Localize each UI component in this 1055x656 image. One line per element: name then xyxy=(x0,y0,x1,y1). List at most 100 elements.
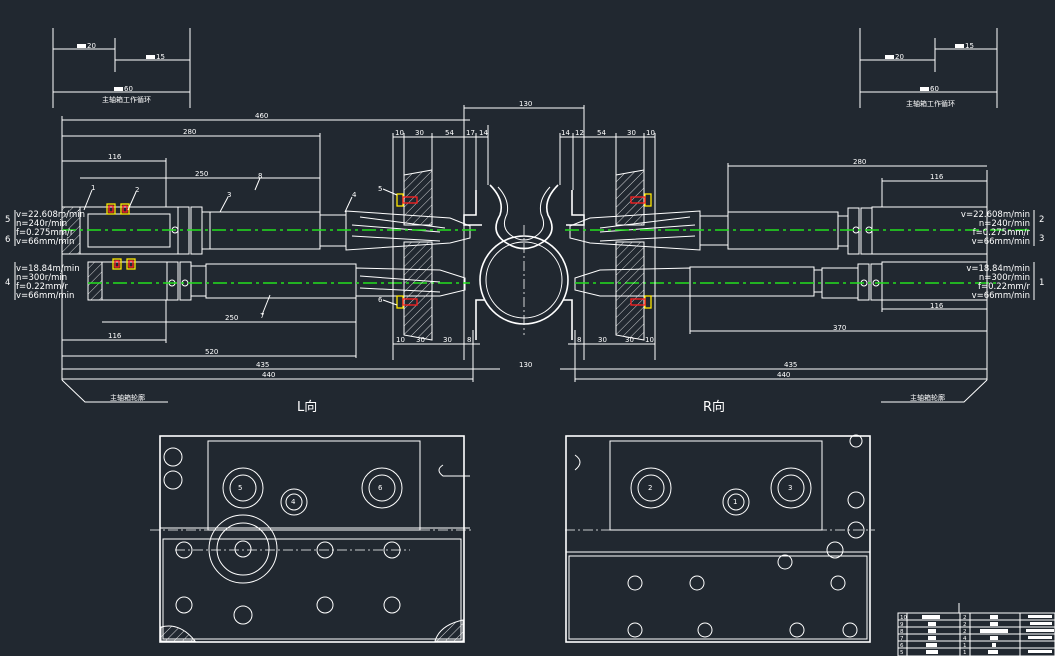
dim-label: 435 xyxy=(784,361,797,369)
param-line: n=300r/min xyxy=(979,273,1030,283)
spindle-id: 2 xyxy=(1039,215,1044,225)
param-line: f=0.275mm/r xyxy=(973,228,1031,238)
dim-label: 30 xyxy=(415,129,424,137)
leader-label: 主轴箱轮廓 xyxy=(110,393,145,402)
qty: 2 xyxy=(963,629,967,635)
hole-label: 3 xyxy=(788,484,792,492)
cycle-dim: 20 xyxy=(895,53,904,61)
param-line: v=66mm/min xyxy=(972,237,1030,247)
view-labels: 主轴箱轮廓 主轴箱轮廓 L向 R向 xyxy=(61,379,988,415)
spindle-id: 3 xyxy=(1039,234,1044,244)
dim-label: 12 xyxy=(575,129,584,137)
dim-label: 460 xyxy=(255,112,268,120)
cutting-params-left-upper: 5 6 v=22.608m/min n=240r/min f=0.275mm/r… xyxy=(5,210,85,247)
callout: 6 xyxy=(378,296,383,304)
param-line: v=18.84m/min xyxy=(16,264,80,274)
cycle-dim: 60 xyxy=(930,85,939,93)
dim-label: 10 xyxy=(395,129,404,137)
hole-label: 1 xyxy=(733,498,737,506)
dim-label: 370 xyxy=(833,324,846,332)
callout: 3 xyxy=(227,191,231,199)
hole-label: 5 xyxy=(238,484,242,492)
work-cycle-diagram-right: 20 15 60 主轴箱工作循环 xyxy=(859,28,998,108)
dim-label: 116 xyxy=(930,173,944,181)
workpiece-section xyxy=(463,184,585,340)
dim-label: 14 xyxy=(479,129,488,137)
qty: 1 xyxy=(963,643,967,649)
cutting-params-right-lower: v=18.84m/min n=300r/min f=0.22mm/r v=66m… xyxy=(966,262,1044,301)
dim-label: 30 xyxy=(627,129,636,137)
param-line: v=66mm/min xyxy=(972,291,1030,301)
spindle-id: 4 xyxy=(5,278,10,288)
left-lower-spindle[interactable] xyxy=(87,258,466,301)
param-line: n=300r/min xyxy=(16,273,67,283)
top-dimensions: 460 280 116 250 130 10 30 54 17 14 14 12… xyxy=(61,100,656,380)
hole-label: 4 xyxy=(291,498,296,506)
callout: 5 xyxy=(378,185,382,193)
row-no: 10 xyxy=(900,615,907,621)
dim-label: 8 xyxy=(577,336,581,344)
dim-label: 54 xyxy=(445,129,454,137)
dim-label: 250 xyxy=(225,314,238,322)
dim-label: 440 xyxy=(262,371,275,379)
dim-label: 520 xyxy=(205,348,218,356)
cycle-dim: 20 xyxy=(87,42,96,50)
hole-label: 2 xyxy=(648,484,652,492)
dim-label: 10 xyxy=(646,129,655,137)
callout: 4 xyxy=(352,191,357,199)
dim-label: 8 xyxy=(467,336,471,344)
row-no: 6 xyxy=(900,643,904,649)
qty: 2 xyxy=(963,615,967,621)
cycle-caption: 主轴箱工作循环 xyxy=(102,95,151,104)
dim-label: 30 xyxy=(443,336,452,344)
dim-label: 14 xyxy=(561,129,570,137)
row-no: 5 xyxy=(900,650,904,656)
view-label-left: L向 xyxy=(297,399,317,415)
bottom-view-left[interactable]: 5 6 4 xyxy=(150,435,472,643)
dim-label: 10 xyxy=(396,336,405,344)
dim-label: 250 xyxy=(195,170,208,178)
qty: 2 xyxy=(963,622,967,628)
param-line: v=22.608m/min xyxy=(16,210,85,220)
cycle-dim: 60 xyxy=(124,85,133,93)
qty: 4 xyxy=(963,636,967,642)
title-block: 10 9 8 7 6 5 2 2 2 4 1 1 xyxy=(897,603,1055,656)
view-label-right: R向 xyxy=(703,399,725,415)
row-no: 9 xyxy=(900,622,904,628)
dim-label: 10 xyxy=(645,336,654,344)
hole-label: 6 xyxy=(378,484,383,492)
callout: 8 xyxy=(258,172,262,180)
param-line: f=0.275mm/r xyxy=(16,228,74,238)
param-line: f=0.22mm/r xyxy=(16,282,68,292)
spindle-id: 1 xyxy=(1039,278,1044,288)
bottom-view-right[interactable]: 2 3 1 xyxy=(565,434,875,643)
dim-label: 130 xyxy=(519,100,532,108)
dim-label: 116 xyxy=(930,302,944,310)
param-line: n=240r/min xyxy=(16,219,67,229)
param-line: v=22.608m/min xyxy=(961,210,1030,220)
part-callouts: 1 2 3 4 5 6 7 8 xyxy=(83,172,398,320)
cutting-params-right-upper: v=22.608m/min n=240r/min f=0.275mm/r v=6… xyxy=(961,210,1044,247)
dim-label: 440 xyxy=(777,371,790,379)
param-line: f=0.22mm/r xyxy=(978,282,1030,292)
cycle-dim: 15 xyxy=(965,42,974,50)
callout: 2 xyxy=(135,186,139,194)
leader-label: 主轴箱轮廓 xyxy=(910,393,945,402)
right-housing xyxy=(615,169,656,341)
qty: 1 xyxy=(963,650,967,656)
dim-label: 54 xyxy=(597,129,606,137)
dim-label: 30 xyxy=(416,336,425,344)
dim-label: 30 xyxy=(625,336,634,344)
row-no: 7 xyxy=(900,636,904,642)
dim-label: 30 xyxy=(598,336,607,344)
cycle-dim: 15 xyxy=(156,53,165,61)
left-housing xyxy=(392,169,433,341)
cutting-params-left-lower: 4 v=18.84m/min n=300r/min f=0.22mm/r v=6… xyxy=(5,262,80,301)
right-dimensions: 280 116 116 370 435 440 8 30 30 10 xyxy=(560,158,987,382)
dim-label: 280 xyxy=(853,158,866,166)
dim-label: 130 xyxy=(519,361,532,369)
work-cycle-diagram-left: 20 15 60 主轴箱工作循环 xyxy=(52,28,191,108)
dim-label: 17 xyxy=(466,129,475,137)
param-line: n=240r/min xyxy=(979,219,1030,229)
